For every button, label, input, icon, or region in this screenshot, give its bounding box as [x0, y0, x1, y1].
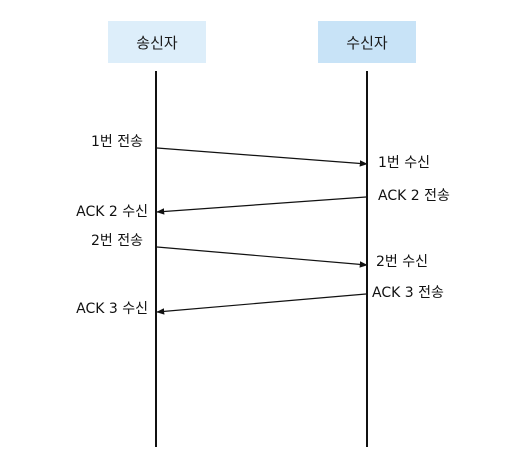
- message-arrow-2: [156, 196, 367, 215]
- message-2-send-label: ACK 2 전송: [378, 188, 450, 204]
- participant-sender: 송신자: [108, 21, 206, 63]
- message-arrow-4: [156, 293, 367, 315]
- sender-lifeline: [155, 71, 157, 447]
- message-3-receive-label: 2번 수신: [376, 254, 428, 270]
- message-1-receive-label: 1번 수신: [378, 155, 430, 171]
- message-arrow-1: [156, 147, 368, 167]
- receiver-lifeline: [366, 71, 368, 447]
- message-arrow-3: [156, 246, 368, 268]
- message-2-receive-label: ACK 2 수신: [76, 204, 148, 220]
- message-1-send-label: 1번 전송: [91, 134, 143, 150]
- participant-receiver: 수신자: [318, 21, 416, 63]
- message-4-send-label: ACK 3 전송: [372, 285, 444, 301]
- message-3-send-label: 2번 전송: [91, 233, 143, 249]
- message-4-receive-label: ACK 3 수신: [76, 301, 148, 317]
